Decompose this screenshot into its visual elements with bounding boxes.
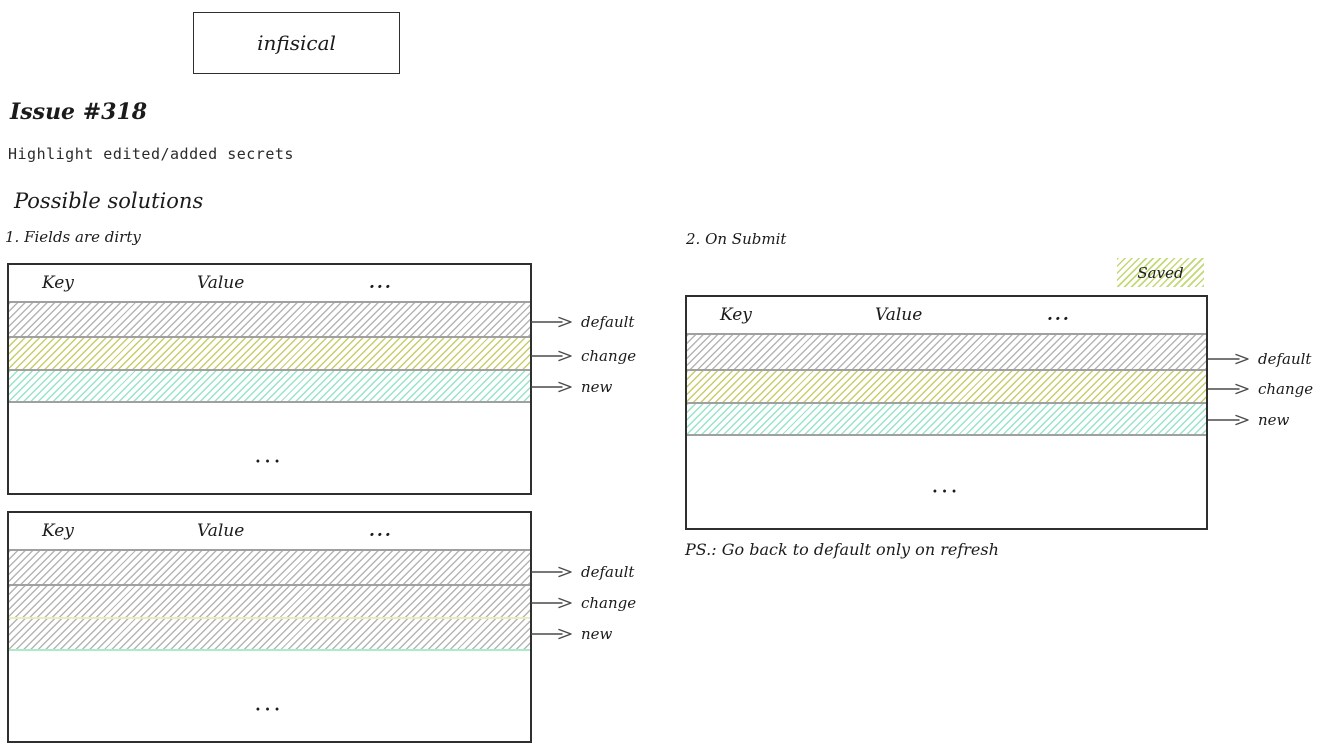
saved-badge-label: Saved [1137, 263, 1184, 282]
row-divider [9, 336, 530, 338]
logo-box[interactable]: infisical [193, 12, 400, 74]
header-value: Value [197, 273, 245, 293]
header-more: ... [369, 273, 393, 293]
logo-label: infisical [257, 31, 336, 55]
row-divider [687, 434, 1206, 436]
header-key: Key [42, 273, 74, 293]
header-key: Key [42, 521, 74, 541]
row-underline-new [9, 649, 530, 651]
possible-solutions-heading[interactable]: Possible solutions [14, 189, 204, 213]
pointer-label: default [581, 313, 635, 331]
header-value: Value [875, 305, 923, 325]
arrow-right-icon [531, 628, 572, 640]
solution1-label[interactable]: 1. Fields are dirty [5, 228, 141, 246]
table-header: Key Value ... [687, 297, 1206, 335]
arrow-right-icon [1208, 383, 1249, 395]
row-default[interactable] [687, 335, 1206, 369]
row-divider [687, 369, 1206, 371]
pointer-change[interactable]: change [531, 346, 636, 366]
ellipsis: ... [255, 447, 284, 467]
table-fields-dirty-colored[interactable]: Key Value ... ... [7, 263, 532, 495]
pointer-label: default [581, 563, 635, 581]
pointer-new[interactable]: new [1208, 410, 1289, 430]
row-divider [687, 402, 1206, 404]
row-default[interactable] [9, 551, 530, 584]
pointer-label: new [581, 625, 613, 643]
row-new[interactable] [687, 404, 1206, 434]
arrow-right-icon [531, 316, 572, 328]
table-empty-area: ... [9, 651, 530, 741]
ellipsis: ... [932, 477, 961, 497]
ps-note[interactable]: PS.: Go back to default only on refresh [685, 540, 999, 559]
header-more: ... [1047, 305, 1071, 325]
pointer-label: new [581, 378, 613, 396]
pointer-label: change [1258, 380, 1314, 398]
row-new[interactable] [9, 371, 530, 401]
pointer-change[interactable]: change [531, 593, 636, 613]
row-underline-change [9, 617, 530, 619]
header-key: Key [720, 305, 752, 325]
row-divider [9, 584, 530, 586]
pointer-label: new [1258, 411, 1290, 429]
arrow-right-icon [531, 350, 572, 362]
issue-subtitle[interactable]: Highlight edited/added secrets [8, 145, 294, 163]
row-change[interactable] [687, 371, 1206, 402]
solution2-label[interactable]: 2. On Submit [686, 230, 787, 248]
pointer-label: change [581, 594, 637, 612]
row-default[interactable] [9, 303, 530, 336]
pointer-change[interactable]: change [1208, 379, 1313, 399]
header-more: ... [369, 521, 393, 541]
header-value: Value [197, 521, 245, 541]
pointer-label: default [1258, 350, 1312, 368]
row-change[interactable] [9, 586, 530, 617]
arrow-right-icon [1208, 414, 1249, 426]
row-divider [9, 401, 530, 403]
arrow-right-icon [531, 381, 572, 393]
issue-title[interactable]: Issue #318 [10, 99, 148, 125]
arrow-right-icon [531, 566, 572, 578]
pointer-default[interactable]: default [531, 312, 634, 332]
pointer-default[interactable]: default [531, 562, 634, 582]
table-on-submit[interactable]: Key Value ... ... [685, 295, 1208, 530]
row-divider [9, 369, 530, 371]
arrow-right-icon [1208, 353, 1249, 365]
table-empty-area: ... [687, 436, 1206, 528]
table-empty-area: ... [9, 403, 530, 493]
pointer-new[interactable]: new [531, 377, 612, 397]
table-fields-dirty-underlined[interactable]: Key Value ... ... [7, 511, 532, 743]
pointer-label: change [581, 347, 637, 365]
pointer-new[interactable]: new [531, 624, 612, 644]
table-header: Key Value ... [9, 513, 530, 551]
pointer-default[interactable]: default [1208, 349, 1311, 369]
arrow-right-icon [531, 597, 572, 609]
ellipsis: ... [255, 695, 284, 715]
table-header: Key Value ... [9, 265, 530, 303]
row-new[interactable] [9, 619, 530, 649]
row-change[interactable] [9, 338, 530, 369]
saved-badge[interactable]: Saved [1117, 258, 1204, 287]
